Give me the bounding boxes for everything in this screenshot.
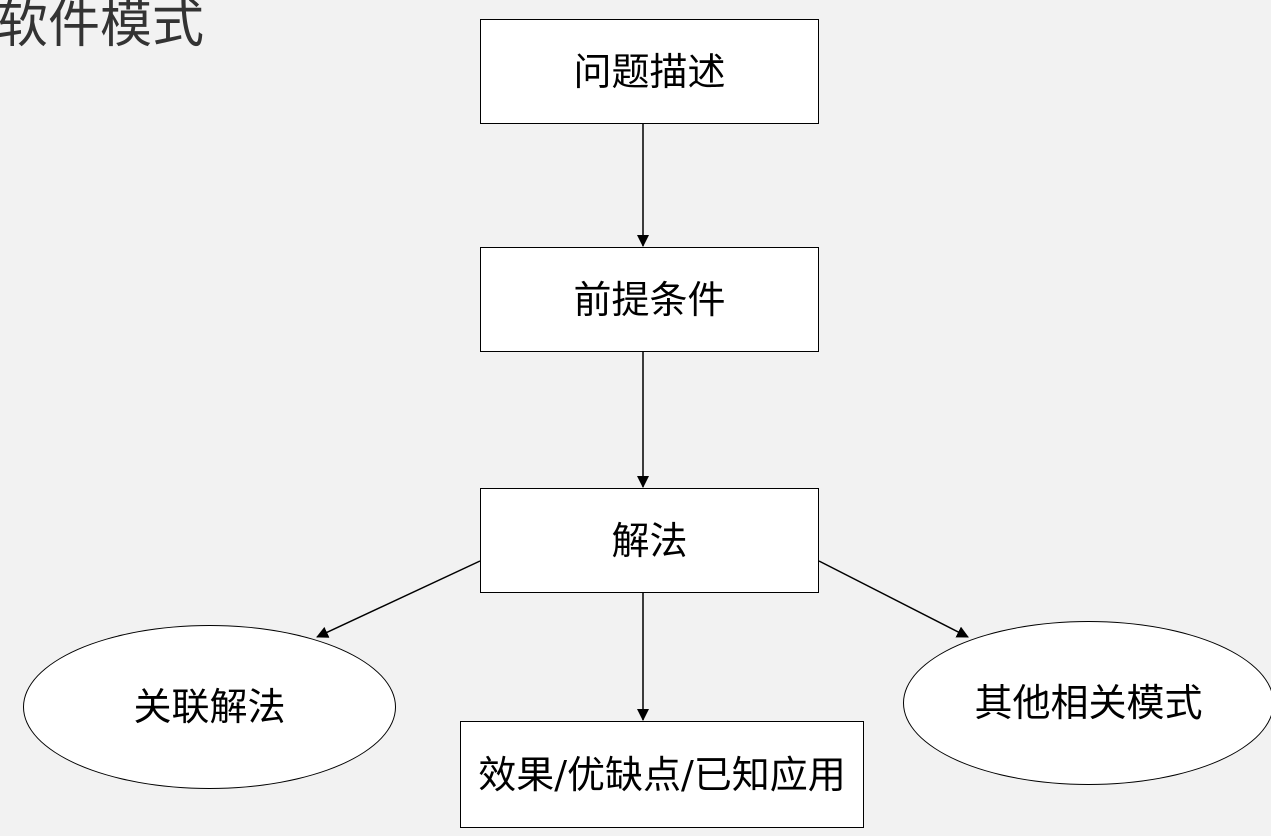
node-related-solution-label: 关联解法 [133,685,286,729]
node-precondition-label: 前提条件 [573,277,726,322]
node-problem-description-label: 问题描述 [573,49,726,94]
node-related-patterns-label: 其他相关模式 [974,681,1203,725]
node-precondition: 前提条件 [480,247,819,352]
arrow-solution-to-related-patterns [818,560,969,638]
node-solution-label: 解法 [611,518,688,563]
page-title: 软件模式 [0,0,205,55]
node-related-patterns: 其他相关模式 [903,621,1271,785]
node-consequences: 效果/优缺点/已知应用 [460,721,864,828]
node-solution: 解法 [480,488,819,593]
arrow-solution-to-related-solution [316,560,481,638]
node-related-solution: 关联解法 [23,625,396,789]
node-problem-description: 问题描述 [480,19,819,124]
node-consequences-label: 效果/优缺点/已知应用 [478,752,846,797]
